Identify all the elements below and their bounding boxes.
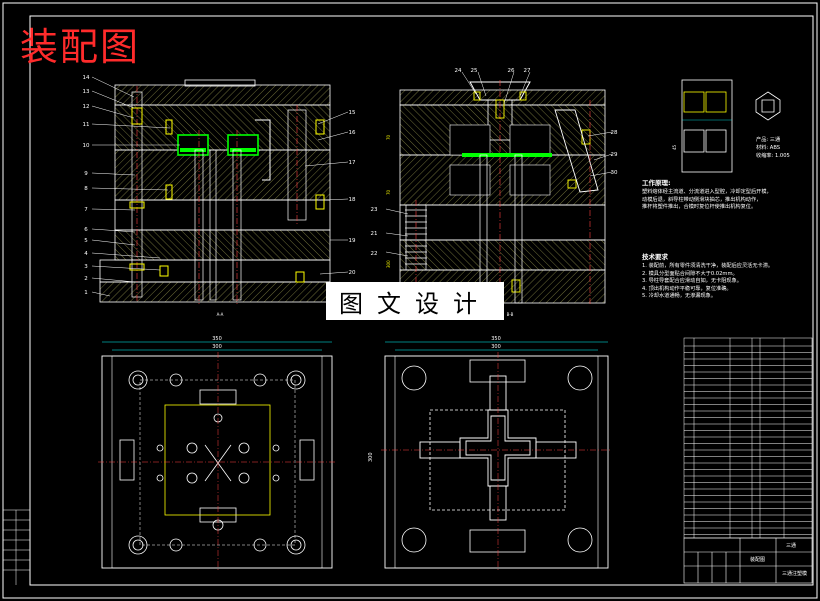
tech-req-line: 2. 模具分型面贴合间隙不大于0.02mm。 xyxy=(642,270,738,277)
section-view-left: A-A xyxy=(91,76,349,317)
product-detail xyxy=(681,79,781,173)
part-callout: 29 xyxy=(611,152,618,158)
work-principle-line: 动模后退，斜导柱带动侧滑块抽芯，推出机构动作， xyxy=(642,196,762,203)
part-callout: 22 xyxy=(371,251,378,257)
product-name: 产品: 三通 xyxy=(756,137,781,143)
product-shrink: 收缩率: 1.005 xyxy=(756,153,790,159)
part-callout: 27 xyxy=(524,68,531,74)
part-callout: 2 xyxy=(84,276,88,282)
work-principle: 工作原理: 塑料熔体经主流道、分流道进入型腔，冷却定型后开模， 动模后退，斜导柱… xyxy=(642,178,807,212)
part-callout: 28 xyxy=(611,130,618,136)
left-margin-boxes xyxy=(3,510,30,585)
plan-view-right: 350 300 300 xyxy=(368,336,612,572)
title-block-product: 三通 xyxy=(786,543,797,549)
svg-text:70: 70 xyxy=(386,134,391,140)
part-callout: 17 xyxy=(349,160,356,166)
product-material: 材料: ABS xyxy=(756,145,781,151)
watermark-banner: 图文设计 xyxy=(326,282,504,320)
part-callout: 15 xyxy=(349,110,356,116)
section-label-b: B-B xyxy=(507,312,514,317)
title-block-drawing-name: 装配图 xyxy=(750,557,766,563)
part-callout: 25 xyxy=(471,68,478,74)
part-callout: 11 xyxy=(83,122,90,128)
part-callout: 13 xyxy=(83,89,90,95)
svg-text:70: 70 xyxy=(386,189,391,195)
part-callout: 26 xyxy=(508,68,515,74)
dim-plan-left-w2: 300 xyxy=(212,344,222,350)
plan-view-left: 350 300 xyxy=(98,336,336,572)
svg-text:300: 300 xyxy=(386,260,391,268)
dim-plan-right-w2: 300 xyxy=(491,344,501,350)
part-callout: 3 xyxy=(84,264,88,270)
part-callout: 4 xyxy=(84,251,88,257)
part-callout: 23 xyxy=(371,207,378,213)
dim-plan-h: 300 xyxy=(368,452,374,462)
parts-list xyxy=(683,337,813,539)
part-callout: 19 xyxy=(349,238,356,244)
svg-text:45: 45 xyxy=(672,144,677,150)
dim-plan-left-w1: 350 xyxy=(212,336,222,342)
part-callout: 12 xyxy=(83,104,90,110)
part-callout: 16 xyxy=(349,130,356,136)
tech-req-heading: 技术要求 xyxy=(642,253,668,261)
part-callout: 30 xyxy=(611,170,618,176)
work-principle-line: 推杆将塑件推出，合模时复位杆使推出机构复位。 xyxy=(642,204,757,211)
section-view-right: B-B 70 70 300 xyxy=(385,71,613,317)
part-callout: 14 xyxy=(83,75,90,81)
tech-req-line: 5. 冷却水道通畅，无渗漏现象。 xyxy=(642,293,717,300)
title-block-company: 三通注塑模 xyxy=(782,571,808,577)
inner-frame xyxy=(29,15,814,586)
part-callout: 18 xyxy=(349,197,356,203)
tech-req-line: 1. 装配前，所有零件须清洗干净，装配后应灵活无卡滞。 xyxy=(642,263,774,270)
part-callout: 21 xyxy=(371,231,378,237)
work-principle-heading: 工作原理: xyxy=(642,179,671,187)
part-callout: 10 xyxy=(83,143,90,149)
technical-requirements: 技术要求 1. 装配前，所有零件须清洗干净，装配后应灵活无卡滞。 2. 模具分型… xyxy=(642,252,807,300)
work-principle-line: 塑料熔体经主流道、分流道进入型腔，冷却定型后开模， xyxy=(642,189,772,196)
part-callout: 7 xyxy=(84,207,88,213)
dim-plan-right-w1: 350 xyxy=(491,336,501,342)
part-callout: 24 xyxy=(455,68,462,74)
tech-req-line: 4. 顶出机构动作平稳可靠，复位准确。 xyxy=(642,285,732,292)
part-callout: 20 xyxy=(349,270,356,276)
part-callout: 6 xyxy=(84,227,88,233)
part-callout: 9 xyxy=(84,171,88,177)
section-label-a: A-A xyxy=(217,312,224,317)
part-callout: 1 xyxy=(84,290,88,296)
part-callout: 8 xyxy=(84,186,88,192)
product-info: 产品: 三通 材料: ABS 收缩率: 1.005 xyxy=(756,136,790,160)
tech-req-line: 3. 导柱导套配合应滑动自如，无卡阻现象。 xyxy=(642,278,742,285)
drawing-title: 装配图 xyxy=(20,25,141,69)
title-block xyxy=(683,537,813,584)
part-callout: 5 xyxy=(84,238,88,244)
